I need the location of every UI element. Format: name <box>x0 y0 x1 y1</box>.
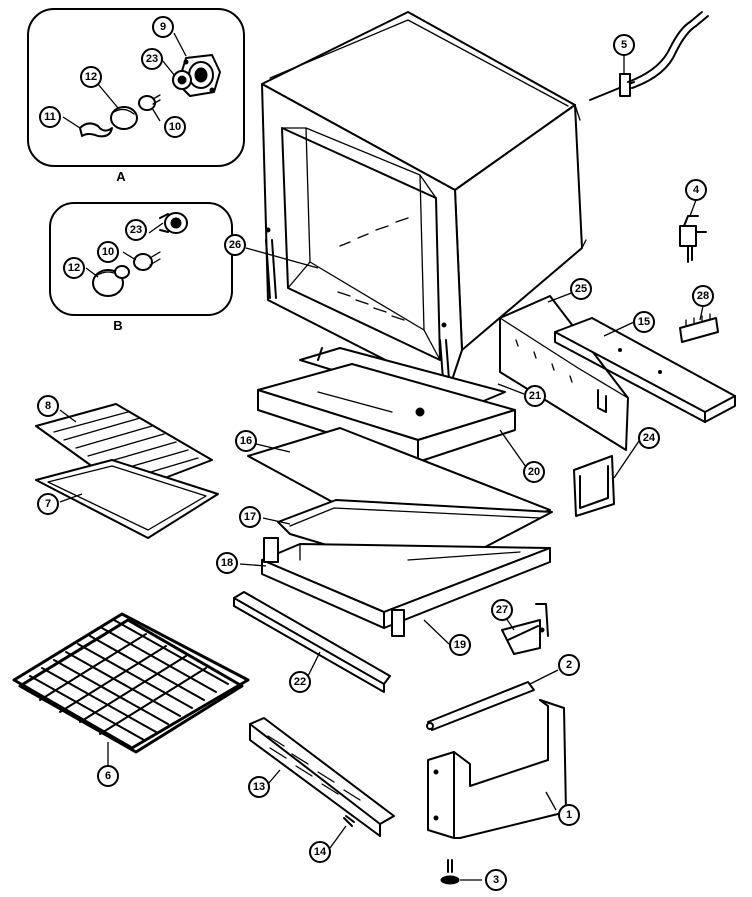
callout-6: 6 <box>97 765 119 787</box>
svg-text:3: 3 <box>493 874 499 886</box>
svg-text:7: 7 <box>45 498 51 510</box>
svg-text:19: 19 <box>454 639 466 651</box>
svg-text:16: 16 <box>240 435 252 447</box>
switch <box>679 215 707 263</box>
inset-b: B <box>49 202 233 333</box>
retainer <box>501 603 549 655</box>
callout-2: 2 <box>558 654 580 676</box>
callout-16: 16 <box>235 430 257 452</box>
oven-cavity <box>261 11 587 393</box>
callout-19: 19 <box>449 634 471 656</box>
drawer-tray <box>261 537 551 637</box>
svg-text:10: 10 <box>102 246 114 258</box>
oven-rack <box>12 612 250 754</box>
svg-text:23: 23 <box>146 53 158 65</box>
svg-text:10: 10 <box>169 121 181 133</box>
svg-text:5: 5 <box>621 39 627 51</box>
callout-20: 20 <box>523 461 545 483</box>
callout-26: 26 <box>224 234 246 256</box>
callout-14: 14 <box>309 841 331 863</box>
svg-text:18: 18 <box>221 557 233 569</box>
lamp-lens <box>110 106 138 130</box>
lamp-lens <box>92 265 130 297</box>
oven-bottom-assembly <box>257 347 516 463</box>
lamp-socket <box>159 212 188 234</box>
drawer-liner <box>277 499 553 577</box>
svg-text:14: 14 <box>314 846 327 858</box>
callout-8: 8 <box>37 395 59 417</box>
callout-17: 17 <box>239 506 261 528</box>
callout-18: 18 <box>216 552 238 574</box>
drawer-support <box>427 699 567 839</box>
callout-5: 5 <box>613 34 635 56</box>
power-cord <box>589 11 709 101</box>
callout-23: 23 <box>141 48 163 70</box>
front-trim <box>233 591 391 693</box>
callout-21: 21 <box>524 385 546 407</box>
svg-text:26: 26 <box>229 239 241 251</box>
lamp-clip <box>79 122 113 138</box>
broil-pan <box>35 459 219 539</box>
svg-text:12: 12 <box>85 71 97 83</box>
callout-9: 9 <box>152 16 174 38</box>
svg-text:13: 13 <box>253 781 265 793</box>
svg-text:20: 20 <box>528 466 540 478</box>
svg-text:4: 4 <box>693 184 700 196</box>
callout-7: 7 <box>37 493 59 515</box>
inset-a-label: A <box>116 169 126 184</box>
svg-text:6: 6 <box>105 770 111 782</box>
callout-10: 10 <box>97 241 119 263</box>
svg-text:1: 1 <box>566 809 572 821</box>
back-channel <box>554 317 736 423</box>
light-bulb <box>133 251 161 271</box>
callout-22: 22 <box>289 671 311 693</box>
svg-text:15: 15 <box>638 316 650 328</box>
light-bulb <box>138 94 161 111</box>
svg-text:12: 12 <box>68 262 80 274</box>
corner-bracket <box>573 455 615 517</box>
svg-text:22: 22 <box>294 676 306 688</box>
svg-text:11: 11 <box>44 111 56 123</box>
svg-text:8: 8 <box>45 400 51 412</box>
callout-1: 1 <box>558 804 580 826</box>
callout-4: 4 <box>685 179 707 201</box>
svg-text:9: 9 <box>160 21 166 33</box>
svg-text:25: 25 <box>575 283 587 295</box>
callout-15: 15 <box>633 311 655 333</box>
callout-13: 13 <box>248 776 270 798</box>
svg-text:21: 21 <box>529 390 541 402</box>
callout-3: 3 <box>485 869 507 891</box>
inset-b-label: B <box>113 318 122 333</box>
callout-10: 10 <box>164 116 186 138</box>
callout-12: 12 <box>63 257 85 279</box>
lamp-socket <box>172 70 192 90</box>
svg-text:27: 27 <box>496 604 508 616</box>
terminal-block <box>679 313 719 343</box>
screw <box>343 815 355 827</box>
vent-panel <box>249 717 395 837</box>
inset-a: A <box>27 8 245 184</box>
callout-11: 11 <box>39 106 61 128</box>
callout-24: 24 <box>638 427 660 449</box>
wiring-bracket <box>499 295 629 451</box>
callout-28: 28 <box>692 285 714 307</box>
svg-text:17: 17 <box>244 511 256 523</box>
leveling-leg <box>440 859 460 885</box>
svg-text:28: 28 <box>697 290 709 302</box>
callout-25: 25 <box>570 278 592 300</box>
callout-12: 12 <box>80 66 102 88</box>
svg-text:24: 24 <box>643 432 656 444</box>
svg-text:23: 23 <box>130 224 142 236</box>
svg-text:2: 2 <box>566 659 572 671</box>
callout-27: 27 <box>491 599 513 621</box>
drawer-rod <box>426 681 535 731</box>
callout-23: 23 <box>125 219 147 241</box>
